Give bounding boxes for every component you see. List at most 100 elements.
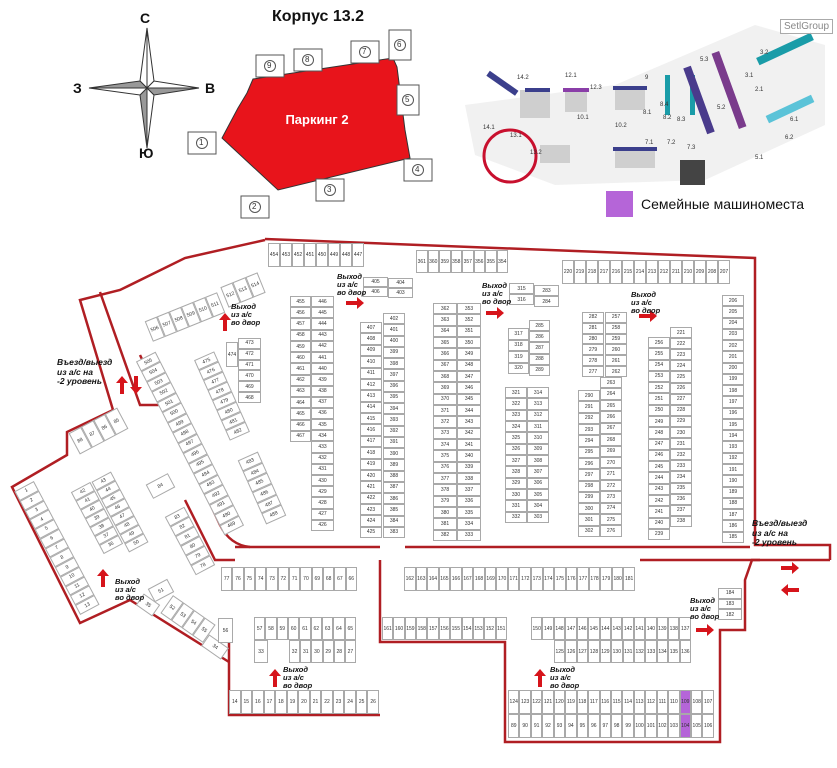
parking-space: 231 (670, 438, 692, 450)
exit-note: Выход из а/с во двор (337, 272, 367, 297)
parking-space: 137 (679, 617, 691, 640)
parking-space: 29 (322, 640, 334, 663)
parking-space: 184 (718, 588, 742, 599)
exit-note: Выход из а/с во двор (115, 577, 145, 602)
parking-row: 33 (254, 640, 268, 663)
parking-space: 244 (648, 472, 670, 484)
parking-space: 67 (334, 567, 346, 591)
parking-space: 139 (656, 617, 669, 640)
parking-space: 402 (383, 313, 405, 325)
parking-space: 260 (605, 344, 627, 356)
parking-space: 348 (457, 359, 481, 371)
parking-space: 456 (290, 307, 311, 319)
arrow-right-icon (486, 307, 504, 319)
arrow-up-icon (116, 376, 128, 394)
parking-space: 452 (292, 243, 304, 267)
parking-space: 161 (382, 617, 394, 640)
parking-space: 106 (702, 714, 714, 738)
parking-space: 328 (505, 466, 527, 478)
parking-space: 144 (599, 617, 611, 640)
parking-space: 450 (316, 243, 328, 267)
parking-space: 110 (668, 690, 680, 714)
parking-space: 471 (238, 359, 261, 371)
parking-space: 210 (682, 260, 694, 284)
parking-space: 360 (427, 250, 439, 273)
parking-space: 374 (433, 438, 457, 451)
parking-space: 214 (634, 260, 646, 284)
parking-space: 335 (457, 506, 481, 519)
parking-space: 246 (648, 449, 670, 462)
building-number: 1 (199, 138, 204, 147)
parking-space: 60 (287, 617, 300, 640)
legend-family-label: Семейные машиноместа (641, 196, 805, 212)
parking-space: 355 (485, 250, 497, 273)
parking-space: 474 (226, 342, 238, 367)
parking-space: 20 (298, 690, 310, 714)
parking-space: 441 (311, 351, 334, 364)
family-parking-space: 104 (679, 714, 691, 738)
parking-space: 205 (722, 306, 744, 318)
parking-space: 304 (527, 500, 549, 512)
parking-space: 256 (648, 337, 670, 349)
parking-space: 400 (383, 335, 405, 347)
parking-space: 117 (588, 690, 600, 714)
minimap-building-label: 13.2 (530, 150, 542, 156)
parking-space: 406 (363, 287, 388, 297)
entry-note-left: Въезд/выезд из а/с на -2 уровень (57, 357, 113, 386)
parking-space: 237 (670, 504, 692, 516)
parking-space: 57 (254, 617, 266, 640)
arrow-up-icon (534, 669, 546, 687)
parking-space: 135 (668, 640, 680, 663)
minimap-building-label: 9 (645, 75, 649, 81)
parking-2-shape (221, 57, 411, 191)
parking-space: 15 (240, 690, 253, 714)
building-title: Корпус 13.2 (272, 8, 364, 25)
parking-space: 124 (508, 690, 520, 714)
parking-space: 141 (633, 617, 646, 640)
minimap-drawing (465, 25, 825, 185)
minimap-building-label: 8.3 (677, 117, 686, 123)
parking-space: 182 (718, 609, 742, 621)
parking-space: 115 (610, 690, 623, 714)
parking-space: 116 (599, 690, 611, 714)
parking-space: 206 (722, 295, 744, 307)
parking-space: 399 (383, 346, 405, 358)
parking-space: 356 (473, 250, 485, 273)
parking-space: 340 (457, 450, 481, 462)
parking-space: 21 (309, 690, 322, 714)
minimap-building-label: 7.1 (645, 140, 654, 146)
parking-space: 288 (529, 353, 550, 365)
parking-space: 176 (565, 567, 578, 591)
parking-space: 280 (582, 333, 604, 345)
parking-space: 289 (529, 364, 550, 377)
parking-space: 163 (415, 567, 428, 591)
compass-north: С (140, 10, 151, 26)
parking-space: 192 (722, 452, 744, 464)
parking-space: 168 (473, 567, 485, 591)
parking-space: 433 (311, 441, 334, 453)
parking-space: 343 (457, 416, 481, 428)
parking-space: 345 (457, 393, 481, 405)
building-number-circle (324, 184, 336, 196)
parking-space: 259 (605, 333, 627, 345)
parking-space: 212 (658, 260, 670, 284)
parking-space: 263 (600, 377, 622, 389)
parking-space: 97 (599, 714, 611, 738)
compass-rose-icon (88, 27, 200, 149)
parking-space: 227 (670, 393, 692, 405)
parking-space: 301 (578, 514, 600, 526)
parking-space: 412 (360, 378, 382, 391)
building-number-circle (394, 39, 406, 51)
parking-space: 422 (360, 492, 382, 504)
minimap-building-label: 3.2 (760, 50, 769, 56)
compass-south: Ю (139, 145, 154, 161)
parking-space: 336 (457, 495, 481, 507)
parking-space: 24 (344, 690, 356, 714)
building-number: 4 (415, 165, 420, 174)
parking-space: 72 (277, 567, 289, 591)
